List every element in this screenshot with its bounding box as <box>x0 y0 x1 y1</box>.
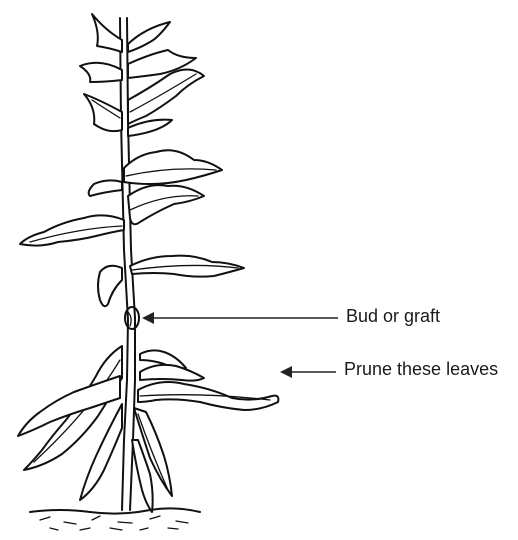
upper-leaves <box>80 14 204 136</box>
bud-or-graft-label: Bud or graft <box>346 306 440 327</box>
bud-arrow <box>142 312 338 324</box>
middle-leaves <box>20 150 222 245</box>
ground <box>30 508 200 530</box>
prune-these-leaves-label: Prune these leaves <box>344 359 498 380</box>
prune-arrow <box>280 366 336 378</box>
